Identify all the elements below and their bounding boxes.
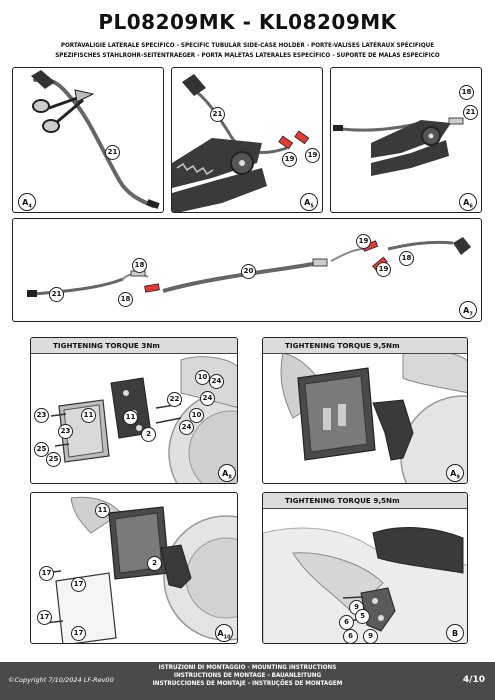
panel-a7: 18 21 18 20 19 19 18 A7 <box>12 218 482 322</box>
part-callout: 19 <box>305 148 320 163</box>
step-letter: A <box>463 306 470 315</box>
step-letter: A <box>222 469 229 478</box>
crimping-tool-illustration <box>172 74 310 212</box>
part-callout: 17 <box>39 566 54 581</box>
page-number: 4/10 <box>462 675 485 685</box>
document-title: PL08209MK - KL08209MK <box>98 10 397 34</box>
step-number: 7 <box>469 311 473 318</box>
part-callout: 10 <box>189 408 204 423</box>
part-callout: 17 <box>71 577 86 592</box>
step-number: 5 <box>310 203 314 210</box>
step-number: 6 <box>469 203 473 210</box>
part-callout: 5 <box>355 609 370 624</box>
part-callout: 24 <box>209 374 224 389</box>
part-callout: 23 <box>58 424 73 439</box>
step-label: A10 <box>215 624 233 642</box>
panel-a4: 21 A4 <box>12 67 164 213</box>
part-callout: 19 <box>282 152 297 167</box>
part-callout: 2 <box>141 427 156 442</box>
part-callout: 20 <box>241 264 256 279</box>
torque-banner: TIGHTENING TORQUE 3Nm <box>31 338 237 354</box>
part-callout: 2 <box>147 556 162 571</box>
panel-a9: TIGHTENING TORQUE 9,5Nm A9 <box>262 337 468 484</box>
part-callout: 21 <box>105 145 120 160</box>
plate-mounting-illustration <box>42 496 237 643</box>
part-callout: 11 <box>95 503 110 518</box>
step-number: 9 <box>456 474 460 481</box>
part-callout: 21 <box>463 105 478 120</box>
panel-a10: 11 2 17 17 17 17 A10 <box>30 492 238 644</box>
part-callout: 11 <box>123 410 138 425</box>
step-number: 8 <box>228 474 232 481</box>
step-letter: A <box>217 629 224 638</box>
step-number: 10 <box>223 634 231 641</box>
part-callout: 19 <box>376 262 391 277</box>
step-label: A7 <box>459 301 477 319</box>
part-callout: 6 <box>339 615 354 630</box>
mounted-bracket-illustration <box>280 350 467 483</box>
step-label: A6 <box>459 193 477 211</box>
part-callout: 22 <box>167 392 182 407</box>
rear-bracket-illustration <box>263 527 467 643</box>
step-label: A9 <box>446 464 464 482</box>
part-callout: 24 <box>200 391 215 406</box>
torque-banner: TIGHTENING TORQUE 9,5Nm <box>263 338 467 354</box>
part-callout: 21 <box>49 287 64 302</box>
step-letter: B <box>451 629 459 638</box>
part-callout: 19 <box>356 234 371 249</box>
step-letter: A <box>22 198 29 207</box>
footer-bar <box>0 662 495 700</box>
part-callout: 25 <box>34 442 49 457</box>
crimping-tool-illustration <box>333 117 464 176</box>
step-number: 4 <box>28 203 32 210</box>
part-callout: 10 <box>195 370 210 385</box>
step-letter: A <box>450 469 457 478</box>
part-callout: 23 <box>34 408 49 423</box>
part-callout: 25 <box>46 452 61 467</box>
subtitle-line-1: PORTAVALIGIE LATERALE SPECIFICO - SPECIF… <box>60 42 435 49</box>
part-callout: 9 <box>363 629 378 643</box>
part-callout: 18 <box>399 251 414 266</box>
panel-a5: 21 19 19 A5 <box>171 67 323 213</box>
torque-banner: TIGHTENING TORQUE 9,5Nm <box>263 493 467 509</box>
step-label: A8 <box>218 464 236 482</box>
part-callout: 18 <box>459 85 474 100</box>
part-callout: 17 <box>37 610 52 625</box>
step-label: A5 <box>300 193 318 211</box>
part-callout: 24 <box>179 420 194 435</box>
part-callout: 21 <box>210 107 225 122</box>
part-callout: 17 <box>71 626 86 641</box>
copyright-text: ©Copyright 7/10/2024 LF-Rev00 <box>8 676 114 684</box>
panel-b: TIGHTENING TORQUE 9,5Nm 9 5 6 6 9 B <box>262 492 468 644</box>
step-letter: A <box>304 198 311 207</box>
part-callout: 11 <box>81 408 96 423</box>
part-callout: 18 <box>132 258 147 273</box>
panel-a6: 18 21 A6 <box>330 67 482 213</box>
part-callout: 6 <box>343 629 358 643</box>
scissors-cut-illustration <box>31 70 160 209</box>
part-callout: 18 <box>118 292 133 307</box>
subtitle-line-2: SPEZIFISCHES STAHLROHR-SEITENTRAEGER - P… <box>55 52 440 59</box>
footer-title-line-3: INSTRUCCIONES DE MONTAJE - INSTRUÇÕES DE… <box>152 680 343 687</box>
footer-title-line-1: ISTRUZIONI DI MONTAGGIO - MOUNTING INSTR… <box>158 664 337 671</box>
footer-title-line-2: INSTRUCTIONS DE MONTAGE - BAUANLEITUNG <box>173 672 322 679</box>
step-letter: A <box>463 198 470 207</box>
step-label: A4 <box>18 193 36 211</box>
scissors-icon <box>32 89 95 133</box>
panel-a8: TIGHTENING TORQUE 3Nm 10 24 22 11 11 24 … <box>30 337 238 484</box>
step-label: B <box>446 624 464 642</box>
